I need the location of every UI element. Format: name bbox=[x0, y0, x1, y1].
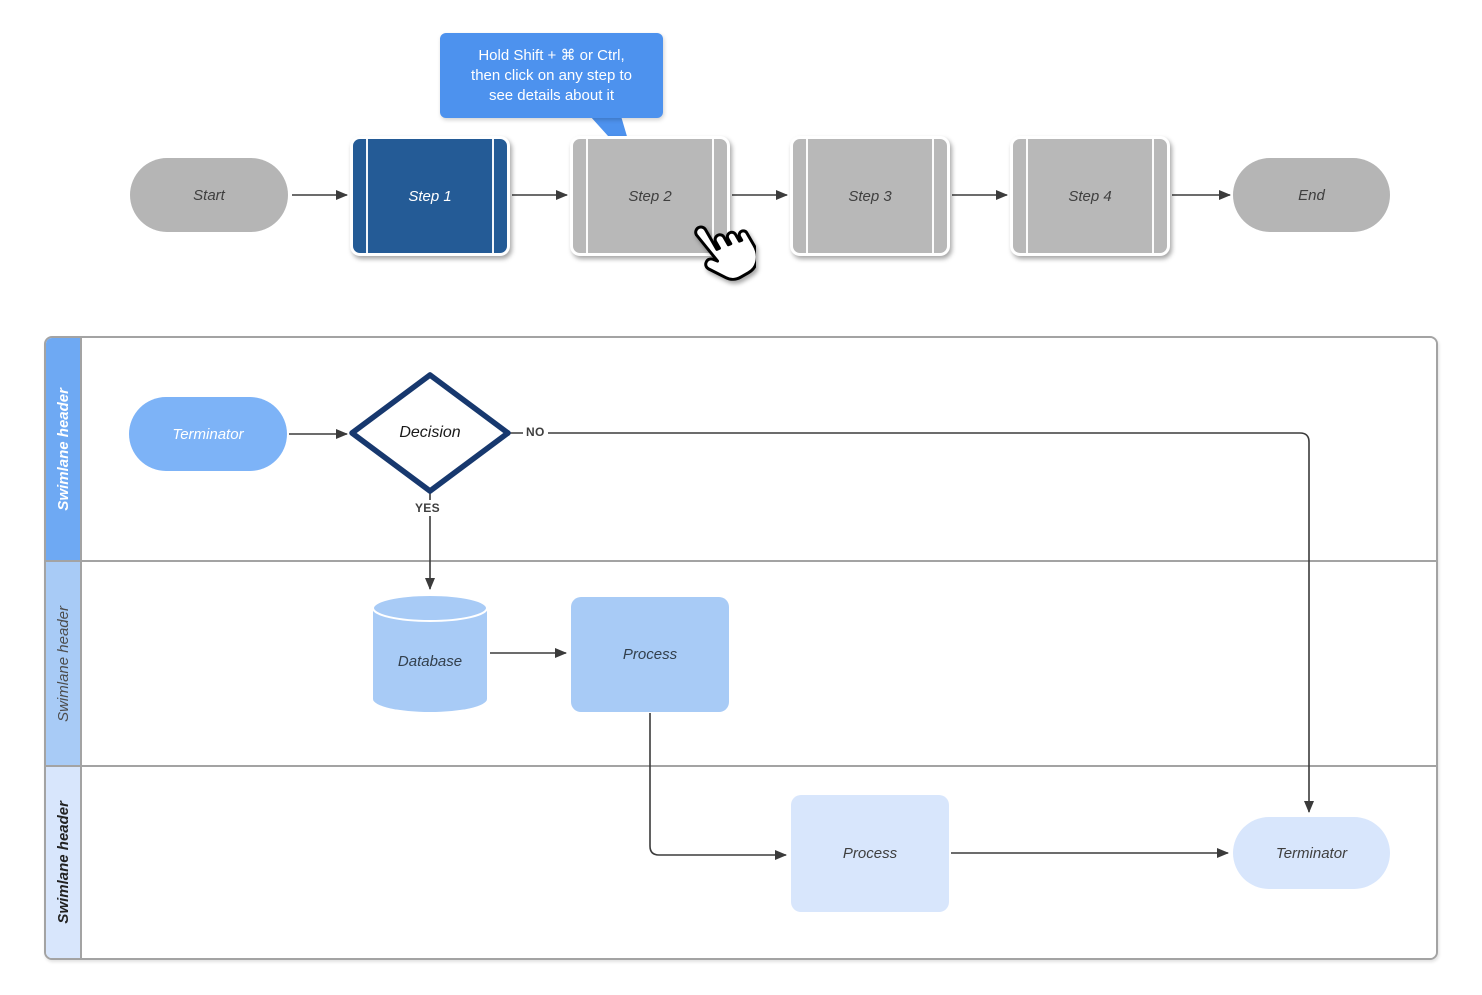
tooltip-line: Hold Shift + ⌘ or Ctrl, bbox=[478, 46, 625, 64]
step2-label: Step 2 bbox=[628, 187, 672, 205]
swimlane-3-header-label: Swimlane header bbox=[54, 801, 72, 924]
predefined-process-bar bbox=[366, 139, 368, 253]
edge-label-no: NO bbox=[523, 424, 548, 440]
predefined-process-bar bbox=[492, 139, 494, 253]
swimlane-1-body bbox=[82, 338, 1436, 560]
hint-tooltip: Hold Shift + ⌘ or Ctrl, then click on an… bbox=[440, 33, 663, 118]
terminator-in-label: Terminator bbox=[172, 425, 244, 443]
swimlane-process-mid: Process bbox=[571, 597, 729, 712]
end-label: End bbox=[1298, 186, 1325, 204]
predefined-process-bar bbox=[1026, 139, 1028, 253]
swimlane-process-bottom: Process bbox=[791, 795, 949, 912]
swimlane-2: Swimlane header bbox=[46, 560, 1436, 765]
process-bottom-label: Process bbox=[842, 845, 898, 862]
swimlane-2-header-label: Swimlane header bbox=[54, 605, 72, 722]
decision-node: Decision bbox=[352, 375, 508, 491]
start-terminator: Start bbox=[130, 158, 288, 232]
swimlane-1-header: Swimlane header bbox=[46, 338, 82, 560]
database-label: Database bbox=[397, 652, 463, 670]
step1-label: Step 1 bbox=[408, 187, 452, 205]
swimlane-terminator-in: Terminator bbox=[129, 397, 287, 471]
predefined-process-bar bbox=[712, 139, 714, 253]
swimlane-3: Swimlane header bbox=[46, 765, 1436, 958]
swimlane-terminator-out: Terminator bbox=[1233, 817, 1390, 889]
swimlane-2-body bbox=[82, 562, 1436, 765]
swimlane-1-header-label: Swimlane header bbox=[54, 387, 72, 511]
step1-node[interactable]: Step 1 bbox=[350, 136, 510, 256]
predefined-process-bar bbox=[586, 139, 588, 253]
step3-label: Step 3 bbox=[848, 187, 892, 205]
predefined-process-bar bbox=[1152, 139, 1154, 253]
process-mid-label: Process bbox=[622, 646, 678, 663]
decision-label: Decision bbox=[399, 424, 461, 441]
end-terminator: End bbox=[1233, 158, 1390, 232]
hand-cursor-icon bbox=[694, 225, 756, 281]
tooltip-line: then click on any step to bbox=[471, 66, 632, 84]
tooltip-line: see details about it bbox=[488, 86, 615, 104]
swimlane-3-body bbox=[82, 767, 1436, 958]
step4-node[interactable]: Step 4 bbox=[1010, 136, 1170, 256]
terminator-out-label: Terminator bbox=[1275, 844, 1348, 862]
start-label: Start bbox=[193, 186, 225, 204]
predefined-process-bar bbox=[932, 139, 934, 253]
step4-label: Step 4 bbox=[1068, 187, 1112, 205]
swimlane-2-header: Swimlane header bbox=[46, 562, 82, 765]
predefined-process-bar bbox=[806, 139, 808, 253]
edge-label-yes: YES bbox=[412, 500, 443, 516]
step3-node[interactable]: Step 3 bbox=[790, 136, 950, 256]
swimlane-3-header: Swimlane header bbox=[46, 767, 82, 958]
database-node: Database bbox=[372, 593, 488, 713]
